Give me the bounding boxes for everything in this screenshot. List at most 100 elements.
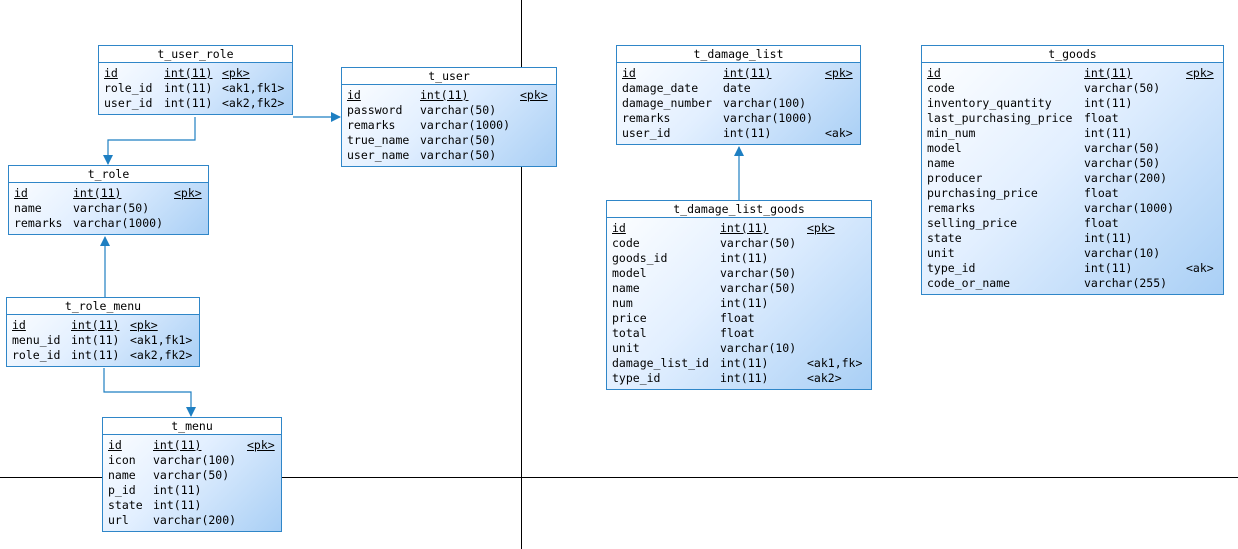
column-name: user_id	[104, 96, 153, 110]
column-name: model	[927, 141, 962, 155]
column-name: producer	[927, 171, 983, 185]
column-type: varchar(1000)	[420, 118, 511, 132]
column-key: <ak1,fk>	[807, 356, 863, 370]
column-type: varchar(100)	[153, 453, 237, 467]
page-divider-horizontal	[0, 477, 1238, 478]
column-name: remarks	[14, 216, 63, 230]
column-type: varchar(50)	[420, 133, 497, 147]
column-name: code	[612, 236, 640, 250]
column-key: <ak2,fk2>	[222, 96, 285, 110]
column-type: varchar(200)	[1084, 171, 1168, 185]
column-type: int(11)	[153, 483, 202, 497]
column-name: total	[612, 326, 647, 340]
column-name: type_id	[927, 261, 976, 275]
column-type: varchar(50)	[420, 103, 497, 117]
column-name: id	[104, 66, 118, 80]
column-name: goods_id	[612, 251, 668, 265]
column-type: varchar(50)	[1084, 81, 1161, 95]
column-name: code_or_name	[927, 276, 1011, 290]
table-title: t_goods	[922, 46, 1223, 63]
column-row[interactable]: inventory_quantity int(11)	[922, 96, 1223, 111]
column-key: <pk>	[174, 186, 202, 200]
column-row[interactable]: producer varchar(200)	[922, 171, 1223, 186]
column-type: int(11)	[723, 66, 772, 80]
column-type: int(11)	[153, 438, 202, 452]
column-key: <ak1,fk1>	[222, 81, 285, 95]
column-type: varchar(50)	[420, 148, 497, 162]
column-type: int(11)	[71, 333, 120, 347]
column-key: <pk>	[807, 221, 835, 235]
column-name: unit	[927, 246, 955, 260]
column-key: <pk>	[222, 66, 250, 80]
ref-role-menu-to-menu	[103, 368, 196, 417]
column-name: min_num	[927, 126, 976, 140]
column-type: float	[1084, 186, 1119, 200]
column-key: <pk>	[825, 66, 853, 80]
column-type: varchar(1000)	[1084, 201, 1175, 215]
column-name: inventory_quantity	[927, 96, 1052, 110]
column-type: int(11)	[153, 498, 202, 512]
column-key: <ak1,fk1>	[130, 333, 193, 347]
column-type: int(11)	[1084, 96, 1133, 110]
